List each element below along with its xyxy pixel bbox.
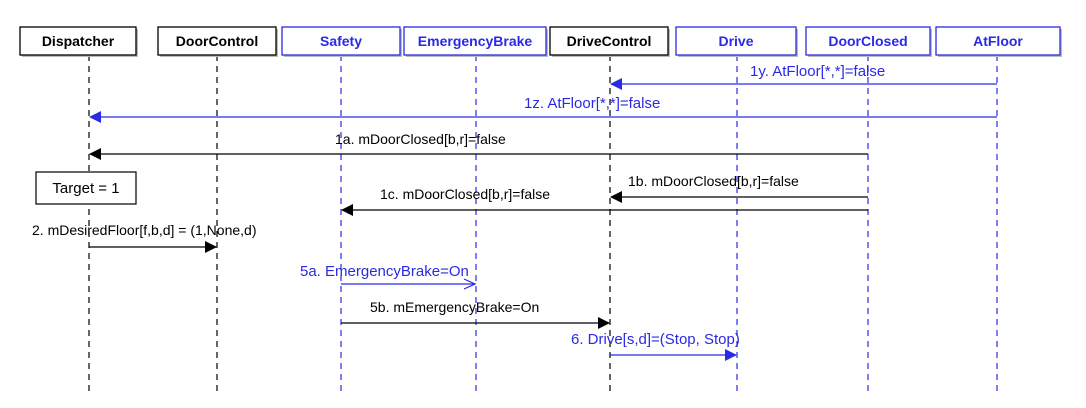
message-label: 1c. mDoorClosed[b,r]=false xyxy=(380,186,550,202)
participant-label: DoorClosed xyxy=(828,33,907,49)
message-1b: 1b. mDoorClosed[b,r]=false xyxy=(610,173,868,203)
participant-label: Drive xyxy=(718,33,753,49)
message-6: 6. Drive[s,d]=(Stop, Stop) xyxy=(571,331,740,361)
message-label: 5b. mEmergencyBrake=On xyxy=(370,299,539,315)
participant-dispatcher: Dispatcher xyxy=(19,26,138,57)
message-label: 2. mDesiredFloor[f,b,d] = (1,None,d) xyxy=(32,222,257,238)
message-label: 1z. AtFloor[*,*]=false xyxy=(524,95,660,112)
participant-label: DoorControl xyxy=(176,33,258,49)
message-label: 5a. EmergencyBrake=On xyxy=(300,263,469,280)
message-1z: 1z. AtFloor[*,*]=false xyxy=(89,95,997,123)
message-5a: 5a. EmergencyBrake=On xyxy=(300,263,475,284)
message-2: 2. mDesiredFloor[f,b,d] = (1,None,d) xyxy=(32,222,257,253)
participant-emergencybrake: EmergencyBrake xyxy=(403,26,548,57)
message-label: 1y. AtFloor[*,*]=false xyxy=(750,63,885,80)
participant-doorclosed: DoorClosed xyxy=(805,26,932,57)
message-label: 6. Drive[s,d]=(Stop, Stop) xyxy=(571,331,740,348)
participant-atfloor: AtFloor xyxy=(935,26,1062,57)
message-1y: 1y. AtFloor[*,*]=false xyxy=(610,63,997,90)
participant-label: Safety xyxy=(320,33,362,49)
note-text: Target = 1 xyxy=(52,180,119,197)
message-1c: 1c. mDoorClosed[b,r]=false xyxy=(341,186,868,216)
participant-doorcontrol: DoorControl xyxy=(157,26,278,57)
participant-safety: Safety xyxy=(281,26,402,57)
participant-label: EmergencyBrake xyxy=(418,33,533,49)
note-target: Target = 1 xyxy=(35,171,137,205)
participant-drive: Drive xyxy=(675,26,798,57)
message-label: 1b. mDoorClosed[b,r]=false xyxy=(628,173,799,189)
message-label: 1a. mDoorClosed[b,r]=false xyxy=(335,131,506,147)
message-1a: 1a. mDoorClosed[b,r]=false xyxy=(89,131,868,160)
message-5b: 5b. mEmergencyBrake=On xyxy=(341,299,610,329)
participant-label: DriveControl xyxy=(567,33,652,49)
participant-label: Dispatcher xyxy=(42,33,115,49)
participant-label: AtFloor xyxy=(973,33,1023,49)
participant-drivecontrol: DriveControl xyxy=(549,26,670,57)
